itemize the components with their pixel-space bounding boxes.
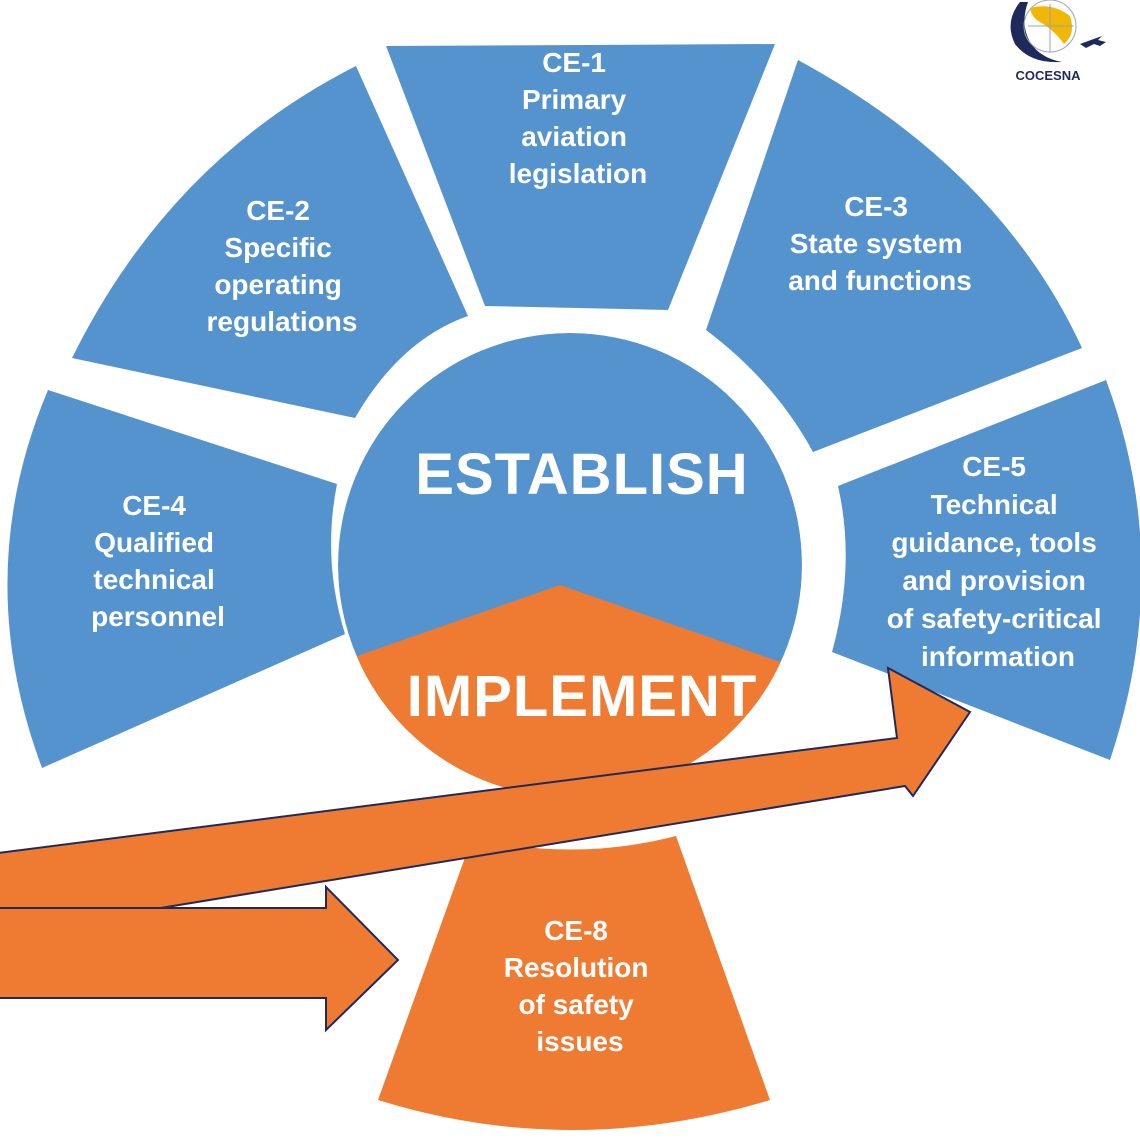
implement-label: IMPLEMENT xyxy=(407,664,758,729)
ce-4-label: CE-4 Qualified technical personnel xyxy=(91,490,225,632)
ce-2-segment xyxy=(72,66,468,418)
ce-3-segment xyxy=(706,60,1082,452)
ce-5-segment xyxy=(832,380,1140,760)
ce-1-segment xyxy=(386,44,775,310)
ce-8-segment xyxy=(378,836,770,1130)
establish-label: ESTABLISH xyxy=(415,442,748,507)
ce-5-label: CE-5 Technical guidance, tools and provi… xyxy=(887,451,1110,672)
ce-4-segment xyxy=(7,390,345,768)
ce-1-label: CE-1 Primary aviation legislation xyxy=(509,47,647,189)
ce-8-label: CE-8 Resolution of safety issues xyxy=(504,915,656,1057)
ce-2-label: CE-2 Specific operating regulations xyxy=(207,195,358,337)
ce-3-label: CE-3 State system and functions xyxy=(788,191,972,296)
cocesna-logo: COCESNA xyxy=(1010,0,1106,83)
globe-airplane-icon xyxy=(1010,0,1106,63)
logo-text: COCESNA xyxy=(1015,68,1081,83)
lower-arrow xyxy=(0,884,400,1033)
